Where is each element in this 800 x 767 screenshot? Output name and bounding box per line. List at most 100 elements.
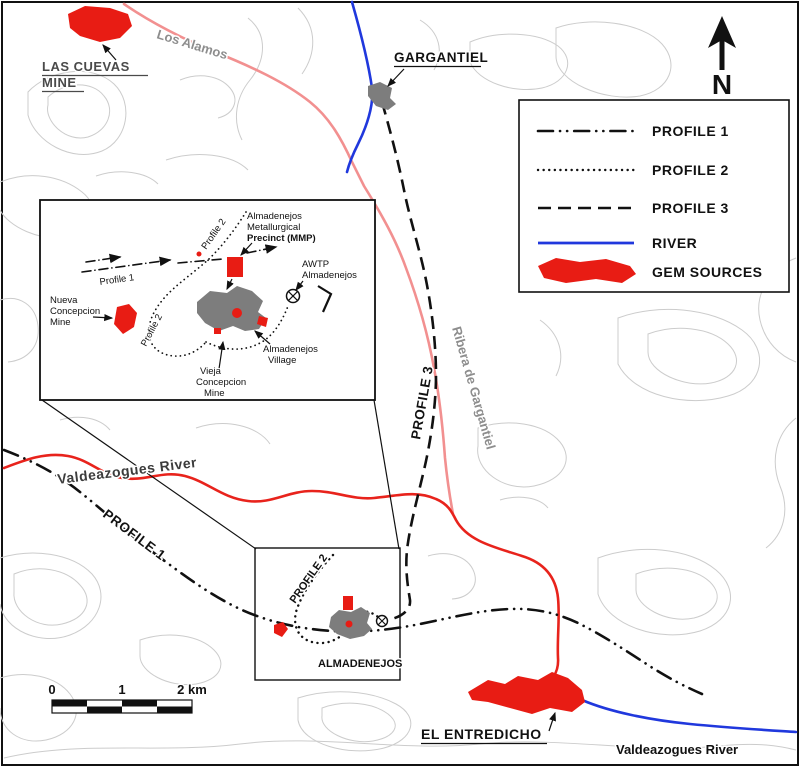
contour-line: [597, 548, 732, 636]
inset-awtp-label-line2: Almadenejos: [302, 270, 357, 281]
inset-mmp-to-village-arrow: [226, 278, 234, 291]
inset-village-leader-arrow: [254, 330, 271, 345]
contour-line: [59, 416, 111, 431]
el-entredicho-gem-source: [468, 672, 585, 714]
contour-line: [0, 674, 77, 742]
inset-almadenejos-village-shape: [197, 286, 266, 331]
las-cuevas-arrow: [102, 44, 117, 61]
contour-line: [47, 84, 110, 139]
contour-line: [499, 496, 549, 509]
north-arrow-letter: N: [712, 69, 732, 100]
scale-tick-2: 2 km: [177, 682, 207, 697]
gargantiel-village-shape: [368, 82, 396, 110]
inset-vieja-gem-source: [214, 328, 221, 334]
valdeazogues-river-line: [2, 453, 561, 690]
legend-profile-3-label: PROFILE 3: [652, 200, 729, 216]
gargantiel-river-line: [345, 0, 374, 174]
inset-connector-right: [373, 399, 400, 550]
contour-line: [419, 19, 440, 71]
contour-line: [617, 308, 760, 402]
inset-profile-line-from-mmp: [246, 244, 278, 254]
north-arrow-icon: N: [708, 16, 736, 102]
los-alamos-river-line: [122, 2, 455, 516]
inset-nueva-leader-arrow: [92, 313, 114, 322]
inset-village-label-line1: Almadenejos: [263, 344, 318, 355]
las-cuevas-label-line2: MINE: [42, 75, 77, 90]
inset-nueva-label-line1: Nueva: [50, 295, 78, 306]
map-features: [68, 6, 585, 714]
contour-line: [165, 154, 249, 171]
north-arrow-shaft: [719, 38, 725, 70]
inset-mmp-label-line1: Almadenejos: [247, 211, 302, 222]
profile-2-line: [293, 553, 351, 645]
contour-line: [765, 417, 797, 549]
contour-line: [647, 327, 737, 385]
inset-stream-mark: [317, 285, 333, 313]
scale-tick-0: 0: [48, 682, 55, 697]
inset-vieja-leader-arrow: [218, 340, 226, 370]
inset-gem-dot-small: [196, 251, 202, 257]
valdeazogues-river-southeast-label: Valdeazogues River: [616, 742, 738, 757]
contour-line: [297, 7, 314, 75]
inset-mmp-label-line3: Precinct (MMP): [247, 233, 316, 244]
inset-connector-left: [41, 399, 257, 550]
inset-nueva-label-line2: Concepcion: [50, 306, 100, 317]
inset-connector-lines: [41, 399, 400, 550]
contour-line: [539, 319, 562, 377]
inset-awtp-leader-arrow: [295, 280, 304, 291]
rivers: [2, 0, 798, 734]
almadenejos-town-label: ALMADENEJOS: [318, 658, 402, 670]
inset-village-gem-dot: [232, 308, 242, 318]
scale-bar-blocks: [51, 699, 193, 714]
contour-line: [179, 75, 236, 119]
awtp-symbol-icon: [375, 614, 389, 628]
las-cuevas-label-line1: LAS CUEVAS: [42, 59, 130, 74]
contour-line: [0, 552, 102, 639]
north-arrow-head: [708, 16, 736, 48]
inset-nueva-gem-source: [114, 304, 137, 334]
gargantiel-arrow: [387, 68, 405, 87]
inset-vieja-label-line1: Vieja: [200, 366, 222, 377]
legend-gem-sources-sample: [538, 258, 636, 283]
contour-line: [297, 691, 412, 752]
legend-river-label: RIVER: [652, 235, 697, 251]
valdeazogues-river-lower-line: [580, 698, 798, 734]
contour-line: [469, 33, 569, 91]
inset-vieja-label-line3: Mine: [204, 388, 225, 399]
inset-vieja-label-line2: Concepcion: [196, 377, 246, 388]
inset-profile-1-line: [81, 256, 172, 273]
legend: PROFILE 1 PROFILE 2 PROFILE 3 RIVER GEM …: [518, 99, 790, 293]
inset-mmp-leader-arrow: [240, 242, 253, 256]
contour-line: [555, 21, 672, 98]
mmp-gem-source: [343, 596, 353, 610]
legend-profile-2-label: PROFILE 2: [652, 162, 729, 178]
contour-line: [139, 634, 222, 686]
el-entredicho-label: EL ENTREDICHO: [421, 726, 542, 742]
inset-mmp-label-line2: Metallurgical: [247, 222, 300, 233]
gargantiel-label: GARGANTIEL: [394, 50, 488, 65]
legend-profile-1-label: PROFILE 1: [652, 123, 729, 139]
inset-profile-1-line-upper: [85, 253, 122, 264]
el-entredicho-arrow: [548, 711, 556, 732]
profile-3-line: [380, 101, 438, 621]
contour-line: [3, 740, 797, 759]
contour-line: [195, 423, 271, 445]
almadenejos-box-frame: [254, 547, 401, 681]
contour-line: [95, 171, 159, 185]
contour-line: [0, 298, 39, 363]
scale-tick-1: 1: [118, 682, 125, 697]
west-gem-source: [274, 622, 288, 637]
inset-awtp-label-line1: AWTP: [302, 259, 329, 270]
inset-village-gem-east: [257, 316, 268, 327]
inset-profile-line-to-mmp: [177, 258, 224, 264]
scale-bar: 0 1 2 km: [47, 681, 208, 714]
map-labels: LAS CUEVAS MINE Los Alamos GARGANTIEL Ri…: [41, 25, 740, 758]
inset-awtp-symbol-icon: [285, 288, 301, 304]
inset-village-label-line2: Village: [268, 355, 296, 366]
contour-line: [27, 70, 127, 155]
inset-detail-map: Almadenejos Metallurgical Precinct (MMP)…: [39, 199, 376, 401]
legend-gem-sources-label: GEM SOURCES: [652, 264, 763, 280]
contour-line: [236, 17, 263, 141]
